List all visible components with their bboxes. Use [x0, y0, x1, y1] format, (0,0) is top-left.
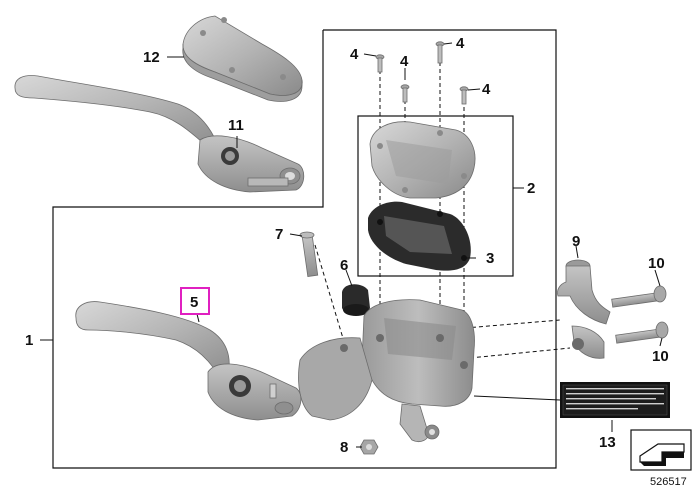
callout-labels: 1 2 3 4 4 4 4 5 6 7 8 9 10 10 11 12 13 — [25, 35, 669, 456]
label-fine-print — [566, 388, 664, 410]
diagram-id: 526517 — [650, 476, 687, 488]
nut-part — [359, 439, 379, 455]
rubber-boot-part — [342, 284, 370, 316]
screw-3 — [435, 41, 445, 64]
callout-8[interactable]: 8 — [340, 439, 348, 456]
screw-1 — [375, 54, 385, 73]
callout-4-b[interactable]: 4 — [400, 53, 409, 70]
callout-2[interactable]: 2 — [527, 180, 535, 197]
callout-10-b[interactable]: 10 — [652, 348, 669, 365]
callout-4-a[interactable]: 4 — [350, 46, 359, 63]
pivot-pin-part — [299, 231, 319, 277]
callout-5[interactable]: 5 — [190, 294, 198, 311]
callout-3[interactable]: 3 — [486, 250, 494, 267]
callout-13[interactable]: 13 — [599, 434, 616, 451]
gasket-part — [368, 201, 471, 271]
callout-9[interactable]: 9 — [572, 233, 580, 250]
callout-4-c[interactable]: 4 — [456, 35, 465, 52]
callout-6[interactable]: 6 — [340, 257, 348, 274]
callout-5-selection-box — [180, 287, 210, 315]
clamp-bolt-1 — [611, 285, 667, 308]
callout-7[interactable]: 7 — [275, 226, 283, 243]
clamp-bolts-part — [611, 285, 669, 344]
callout-leaders — [40, 42, 663, 448]
clamp-bolt-2 — [615, 321, 669, 344]
callout-10-a[interactable]: 10 — [648, 255, 665, 272]
callout-1[interactable]: 1 — [25, 332, 33, 349]
callout-4-d[interactable]: 4 — [482, 81, 491, 98]
brake-lever-lower-part — [75, 301, 302, 421]
callout-11[interactable]: 11 — [228, 117, 244, 134]
screw-2 — [400, 84, 410, 103]
master-cylinder-body — [298, 299, 475, 442]
assembly-frame — [52, 29, 557, 469]
reservoir-lid-part — [369, 121, 476, 199]
reservoir-subframe — [357, 115, 514, 277]
warning-label-part — [560, 382, 670, 418]
reservoir-cover-part — [182, 15, 303, 102]
see-also-arrow-box[interactable] — [630, 429, 692, 471]
brake-lever-upper-part — [14, 75, 305, 193]
callout-12[interactable]: 12 — [143, 49, 160, 66]
screw-4 — [459, 86, 469, 105]
handlebar-clamp-part — [557, 259, 611, 359]
screw-parts — [375, 41, 469, 105]
